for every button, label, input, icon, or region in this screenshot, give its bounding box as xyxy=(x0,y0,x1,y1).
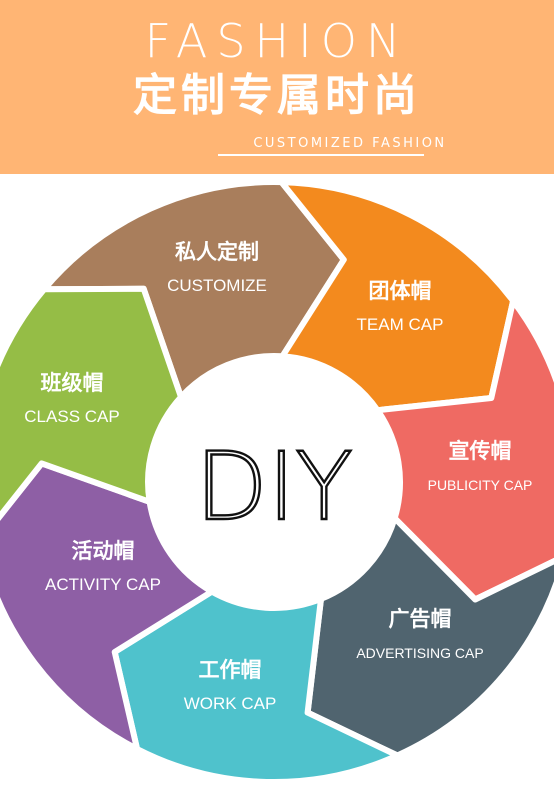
segment-label-team-cap-cn: 团体帽 xyxy=(369,279,432,303)
segment-publicity-cap xyxy=(374,297,554,603)
segment-label-publicity-cap-en: PUBLICITY CAP xyxy=(428,477,533,493)
segment-label-customize-en: CUSTOMIZE xyxy=(167,276,267,295)
segment-label-publicity-cap-cn: 宣传帽 xyxy=(449,439,512,463)
segment-label-customize-cn: 私人定制 xyxy=(175,240,259,264)
segment-label-advertising-cap-cn: 广告帽 xyxy=(389,607,452,631)
segment-label-work-cap-cn: 工作帽 xyxy=(199,658,262,682)
segment-label-team-cap-en: TEAM CAP xyxy=(357,315,444,334)
segment-class-cap xyxy=(0,285,184,521)
banner-title: FASHION xyxy=(144,14,410,68)
segment-activity-cap xyxy=(0,460,215,752)
banner-caption: CUSTOMIZED FASHION xyxy=(253,136,447,151)
banner-underline xyxy=(218,154,424,156)
segment-label-class-cap-cn: 班级帽 xyxy=(41,371,104,395)
segment-label-class-cap-en: CLASS CAP xyxy=(24,407,119,426)
center-label: DIY xyxy=(195,433,353,542)
segment-label-activity-cap-en: ACTIVITY CAP xyxy=(45,575,161,594)
segment-label-activity-cap-cn: 活动帽 xyxy=(72,539,135,563)
segment-label-advertising-cap-en: ADVERTISING CAP xyxy=(356,645,483,661)
header-banner: FASHION 定制专属时尚 CUSTOMIZED FASHION xyxy=(0,0,554,174)
center-hub xyxy=(149,357,399,607)
segment-label-work-cap-en: WORK CAP xyxy=(184,694,277,713)
diy-wheel-diagram: 私人定制 CUSTOMIZE 团体帽 TEAM CAP 宣传帽 PUBLICITY CAP… xyxy=(0,179,554,786)
banner-subtitle: 定制专属时尚 xyxy=(133,70,421,121)
center-frame xyxy=(193,446,355,518)
